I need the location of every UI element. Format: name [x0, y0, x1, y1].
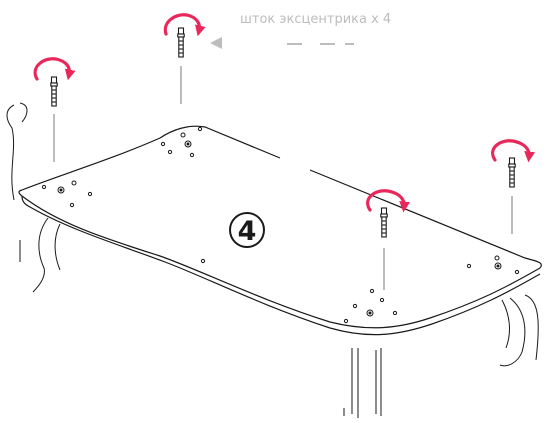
right-leg — [499, 294, 539, 367]
cam-bolt-icon — [177, 27, 185, 58]
circular-arrow-icon — [163, 13, 206, 37]
pointer-triangle-icon — [210, 37, 222, 49]
front-leg — [343, 348, 382, 418]
table-top-thickness — [21, 195, 541, 336]
table-top-right-edge — [309, 169, 542, 269]
cam-bolt-2 — [50, 76, 58, 107]
cam-bolt-4 — [508, 157, 516, 188]
cam-bolt-3 — [380, 207, 388, 238]
left-leg — [6, 102, 61, 293]
circular-arrow-icon — [491, 139, 536, 163]
cam-bolt-1 — [177, 27, 185, 58]
step-badge: 4 — [229, 212, 265, 248]
table-top-upper-edge — [21, 125, 281, 191]
guide-lines — [53, 43, 513, 290]
circular-arrow-icon — [366, 189, 411, 213]
callout-label: шток эксцентрика х 4 — [240, 12, 392, 27]
cam-holes — [41, 126, 520, 324]
cam-bolt-icon — [50, 76, 58, 107]
step-number: 4 — [238, 216, 257, 247]
table-top — [18, 125, 542, 336]
cam-bolt-icon — [508, 157, 516, 188]
table-top-front-edge — [18, 189, 541, 329]
rotation-arrows — [33, 13, 536, 213]
cam-bolt-icon — [380, 207, 388, 238]
circular-arrow-icon — [33, 57, 76, 81]
